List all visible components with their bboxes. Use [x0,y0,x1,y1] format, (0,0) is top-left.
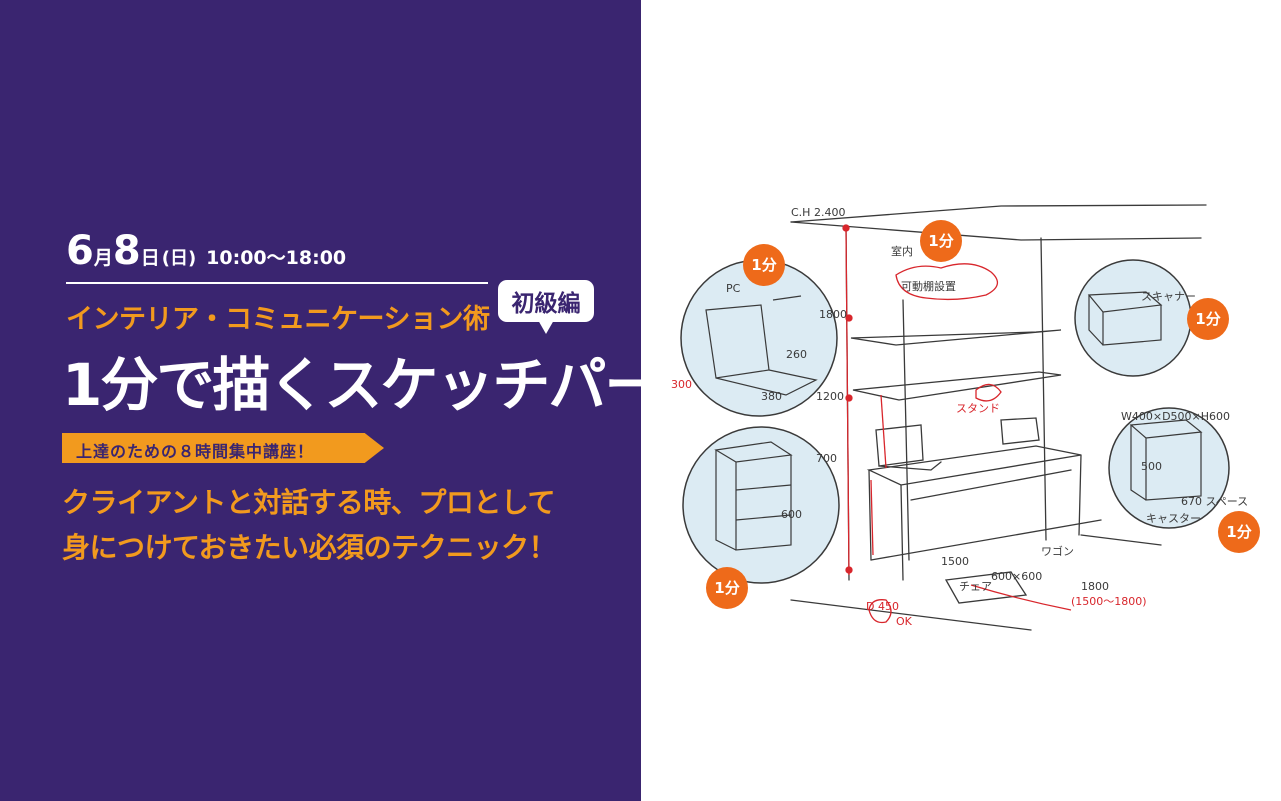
desk-sketch-lines [790,204,1207,631]
label-d500: 500 [1141,460,1162,473]
date-month: 6 [66,228,94,274]
sketch-panel: C.H 2.400 室内 可動棚設置 PC スキャナー W400×D500×H6… [641,0,1281,801]
label-scanner: スキャナー [1141,290,1196,303]
label-wagon-dims: W400×D500×H600 [1121,410,1230,423]
course-title: 1分で描くスケッチパース [62,351,715,419]
label-room: 室内 [891,244,913,258]
date-day-unit: 日 [140,247,160,269]
label-h1200: 1200 [816,390,844,403]
event-date: 6月8日(日) 10:00～18:00 [66,228,346,274]
label-h1800: 1800 [819,308,847,321]
label-movable: 可動棚設置 [901,279,956,293]
time-badge-1: 1分 [743,244,785,286]
label-chair: チェア [959,580,992,593]
description-line-1: クライアントと対話する時、プロとして [62,486,556,519]
time-badge-4: 1分 [1218,511,1260,553]
time-badge-1-text: 1分 [751,256,776,274]
label-chair-dims: 600×600 [991,570,1042,583]
sketch-labels: C.H 2.400 室内 可動棚設置 PC スキャナー W400×D500×H6… [671,206,1248,628]
time-badge-5-circle [706,567,748,609]
label-d380: 380 [761,390,782,403]
time-badges: 1分 1分 1分 1分 1分 [706,220,1260,609]
time-badge-5-text: 1分 [714,579,739,597]
perspective-sketch: C.H 2.400 室内 可動棚設置 PC スキャナー W400×D500×H6… [671,204,1260,631]
detail-sketches [705,291,1203,551]
level-badge-tail [538,320,554,334]
time-badge-3-text: 1分 [1195,310,1220,328]
time-badge-4-text: 1分 [1226,523,1251,541]
label-wagon-space: 670 スペース [1181,495,1248,508]
time-badge-4-circle [1218,511,1260,553]
label-d450: D 450 [866,600,899,613]
date-day: 8 [112,228,141,274]
time-badge-2-circle [920,220,962,262]
level-badge: 初級編 [498,280,594,322]
label-ok: OK [896,615,913,628]
label-stand: スタンド [956,402,1000,415]
time-badge-3-circle [1187,298,1229,340]
time-badge-2-text: 1分 [928,232,953,250]
label-wagon: ワゴン [1041,544,1074,558]
time-badge-3: 1分 [1187,298,1229,340]
label-width: 1500 [941,555,969,568]
label-caster: キャスター [1146,512,1201,525]
label-d260: 260 [786,348,807,361]
event-time: 10:00～18:00 [206,247,347,269]
time-badge-5: 1分 [706,567,748,609]
label-h700: 700 [816,452,837,465]
time-badge-1-circle [743,244,785,286]
label-pc: PC [726,282,741,295]
label-d600: 600 [781,508,802,521]
course-tag-text: 上達のための８時間集中講座！ [76,442,315,461]
course-tag: 上達のための８時間集中講座！ [62,433,384,463]
dimension-lines [842,224,1072,624]
label-d300: 300 [671,378,692,391]
date-weekday: (日) [161,248,197,269]
date-month-unit: 月 [93,247,113,269]
info-panel: 6月8日(日)10:00～18:00 インテリア・コミュニケーション術 初級編 … [0,0,641,801]
label-ceiling: C.H 2.400 [791,206,845,219]
divider [66,282,488,284]
description-line-2: 身につけておきたい必須のテクニック！ [62,531,557,564]
time-badge-2: 1分 [920,220,962,262]
label-length-range: (1500～1800) [1071,595,1147,608]
course-subtitle: インテリア・コミュニケーション術 [66,304,490,335]
label-length: 1800 [1081,580,1109,593]
